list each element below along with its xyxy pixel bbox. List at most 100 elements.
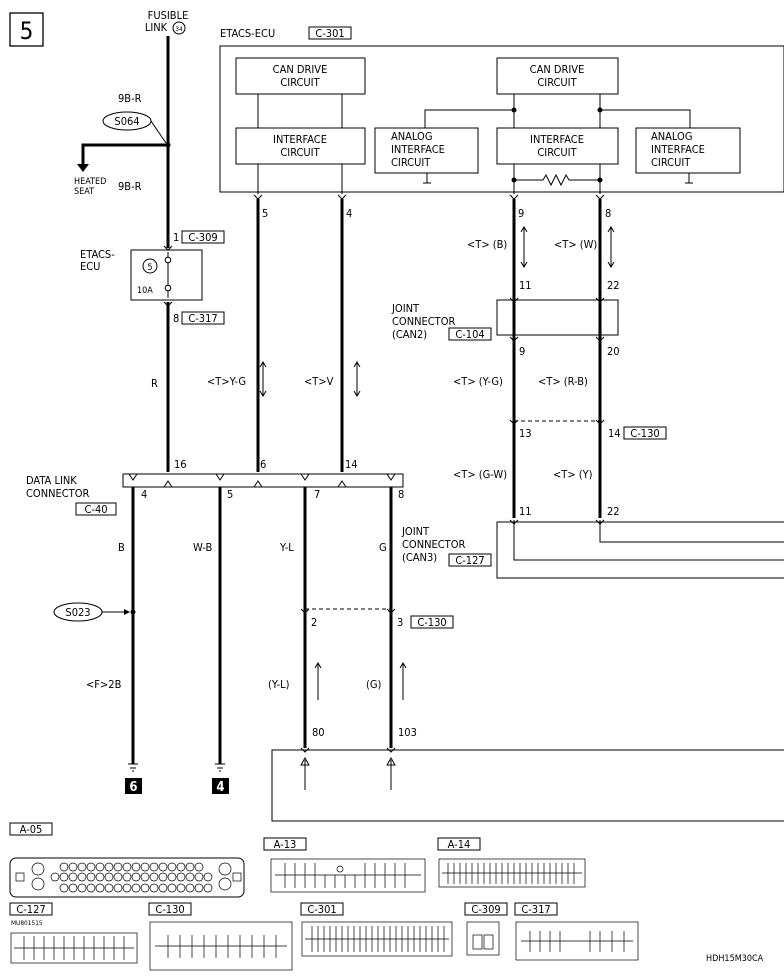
- dlc-terminal-4: [128, 473, 138, 481]
- fuse-box-label: ETACS-: [80, 248, 115, 261]
- pin-14: 14: [608, 427, 621, 440]
- wire-label-g2: (G): [366, 678, 382, 691]
- splice-s023-label: S023: [65, 606, 90, 619]
- ecu-connector-box: [308, 26, 352, 40]
- connector-face-c317: [515, 921, 639, 961]
- connector-ref-c40-box: [75, 502, 117, 516]
- heated-seat-arrow: [77, 164, 89, 172]
- wire-label-yl2: (Y-L): [268, 678, 290, 691]
- splice-s064-leader: [150, 120, 167, 144]
- pin-d4: 4: [141, 488, 147, 501]
- wire-label-tb: <T> (B): [467, 238, 507, 251]
- joint-can2-label: JOINT: [391, 302, 420, 315]
- analog-label-3: CIRCUIT: [391, 156, 431, 169]
- joint-can3-label-3: (CAN3): [402, 551, 437, 564]
- pin-6: 6: [260, 458, 266, 471]
- wire-label-9br: 9B-R: [118, 92, 142, 105]
- wire-label-tyg: <T>Y-G: [207, 375, 246, 388]
- pin-d5: 5: [227, 488, 233, 501]
- connector-face-c301: [301, 921, 453, 957]
- data-link-connector: [122, 473, 404, 488]
- analog-label: ANALOG: [391, 130, 433, 143]
- table-a14-label: A-14: [448, 838, 471, 851]
- fuse-number: 5: [147, 263, 152, 273]
- fuse-terminal-top: [164, 256, 172, 264]
- connector-face-c127: [10, 932, 138, 964]
- table-part-no: MU801515: [11, 919, 43, 927]
- fuse-box-label-2: ECU: [80, 260, 100, 273]
- splice-s064-label: S064: [114, 115, 139, 128]
- fusible-link-number: 34: [175, 25, 183, 33]
- lower-connector-block: [271, 749, 784, 822]
- pin-d8: 8: [398, 488, 404, 501]
- table-c130-label: C-130: [155, 903, 184, 916]
- pin-16: 16: [174, 458, 187, 471]
- can-drive-circuit-right: [496, 57, 619, 95]
- dlc-terminal-16: [163, 480, 173, 488]
- pin-22: 22: [607, 279, 620, 292]
- joint-can3-label-2: CONNECTOR: [402, 538, 465, 551]
- dlc-terminal-7: [300, 473, 310, 481]
- table-c127-label: C-127: [16, 903, 45, 916]
- joint-can3-label: JOINT: [401, 525, 430, 538]
- wire-label-r: R: [151, 377, 158, 390]
- interface-label-r-2: CIRCUIT: [537, 146, 577, 159]
- table-c301-label: C-301: [307, 903, 336, 916]
- pin-80: 80: [312, 726, 325, 739]
- pin-4: 4: [346, 207, 352, 220]
- pin-1: 1: [173, 231, 179, 244]
- fuse-rating: 10A: [137, 286, 153, 296]
- wire-heated-seat: [81, 143, 168, 168]
- interface-label-r: INTERFACE: [530, 133, 584, 146]
- connector-face-c130: [149, 921, 293, 971]
- joint-connector-can3: [496, 521, 784, 579]
- dlc-terminal-6: [253, 480, 263, 488]
- connector-ref-c104-box: [448, 327, 492, 341]
- ecu-block: [219, 45, 784, 193]
- bidir-arrow-1: [259, 361, 267, 397]
- wire-label-yl: Y-L: [279, 541, 294, 554]
- bidir-arrow-2: [353, 361, 361, 397]
- connector-ref-c127-box: [448, 553, 492, 567]
- analog-interface-right: [635, 127, 741, 174]
- pin-8: 8: [173, 312, 179, 325]
- wire-label-ty: <T> (Y): [553, 468, 593, 481]
- wire-label-trb: <T> (R-B): [538, 375, 588, 388]
- can3-line-2: [599, 520, 784, 543]
- wire-label-wb: W-B: [193, 541, 213, 554]
- dlc-label-2: CONNECTOR: [26, 487, 89, 500]
- lower-input-arrow-1: [300, 756, 310, 790]
- can-drive-label-2: CIRCUIT: [280, 76, 320, 89]
- table-c317-label: C-317: [521, 903, 550, 916]
- heated-seat-label-2: SEAT: [74, 187, 94, 197]
- fuse-box: [130, 249, 203, 301]
- bidir-arrow-3: [520, 226, 528, 268]
- analog-label-r-3: CIRCUIT: [651, 156, 691, 169]
- ground-ref-4-box: [212, 778, 229, 794]
- terminating-resistor: [514, 173, 600, 187]
- ecu-title: ETACS-ECU: [220, 27, 275, 40]
- connector-face-a05: [9, 857, 245, 898]
- interface-circuit-left: [235, 127, 366, 165]
- pin-d7: 7: [314, 488, 320, 501]
- wire-label-tw: <T> (W): [554, 238, 597, 251]
- ecu-link-r4: [600, 109, 691, 128]
- pin-14b: 14: [345, 458, 358, 471]
- wire-label-9br-2: 9B-R: [118, 180, 142, 193]
- fusible-link-number-circle: [172, 21, 186, 35]
- analog-label-r-2: INTERFACE: [651, 143, 705, 156]
- wire-label-b: B: [118, 541, 125, 554]
- connector-ref-c130b-box: [410, 615, 454, 629]
- a05-pins: [15, 862, 242, 893]
- ground-ref-6-box: [125, 778, 142, 794]
- pin-3: 3: [397, 616, 403, 629]
- can-drive-circuit-left: [235, 57, 366, 95]
- fusible-link-label: FUSIBLE: [148, 9, 189, 22]
- connector-ref-c309-box: [181, 230, 225, 244]
- connector-face-a14: [438, 858, 586, 888]
- connector-ref-c130b: C-130: [417, 616, 446, 629]
- connector-ref-c317-box: [181, 311, 225, 325]
- pin-11b: 11: [519, 505, 532, 518]
- analog-label-r: ANALOG: [651, 130, 693, 143]
- connector-ref-c130: C-130: [630, 427, 659, 440]
